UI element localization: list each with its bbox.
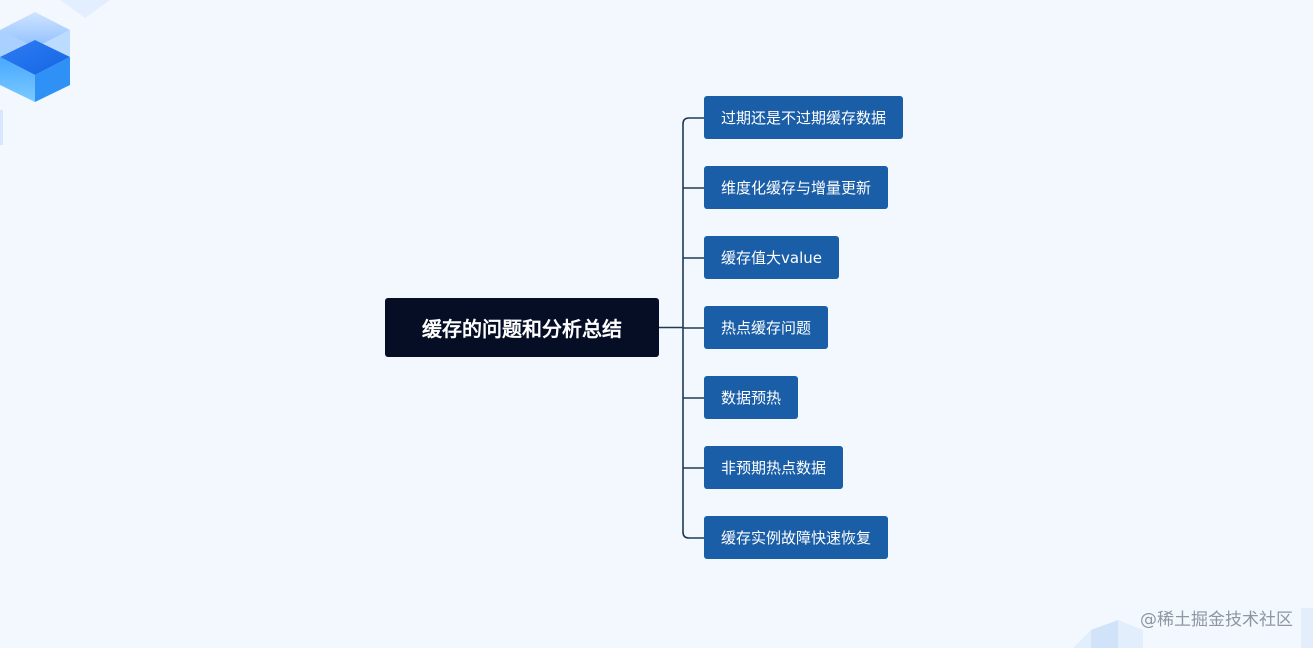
branch-node-label: 过期还是不过期缓存数据 bbox=[721, 107, 886, 128]
root-node-label: 缓存的问题和分析总结 bbox=[422, 313, 622, 342]
branch-node-expired-cache[interactable]: 过期还是不过期缓存数据 bbox=[704, 96, 903, 139]
watermark: @稀土掘金技术社区 bbox=[1140, 605, 1293, 630]
branch-node-data-preheat[interactable]: 数据预热 bbox=[704, 376, 798, 419]
branch-node-large-value[interactable]: 缓存值大value bbox=[704, 236, 839, 279]
branch-node-label: 维度化缓存与增量更新 bbox=[721, 177, 871, 198]
branch-node-dimensional-cache[interactable]: 维度化缓存与增量更新 bbox=[704, 166, 888, 209]
mindmap-root-node[interactable]: 缓存的问题和分析总结 bbox=[385, 298, 659, 357]
branch-node-label: 非预期热点数据 bbox=[721, 457, 826, 478]
branch-node-label: 热点缓存问题 bbox=[721, 317, 811, 338]
branch-node-label: 缓存值大value bbox=[721, 247, 822, 268]
branch-node-instance-recovery[interactable]: 缓存实例故障快速恢复 bbox=[704, 516, 888, 559]
branch-node-label: 缓存实例故障快速恢复 bbox=[721, 527, 871, 548]
branch-node-hotspot-cache[interactable]: 热点缓存问题 bbox=[704, 306, 828, 349]
branch-node-label: 数据预热 bbox=[721, 387, 781, 408]
branch-node-unexpected-hotspot[interactable]: 非预期热点数据 bbox=[704, 446, 843, 489]
